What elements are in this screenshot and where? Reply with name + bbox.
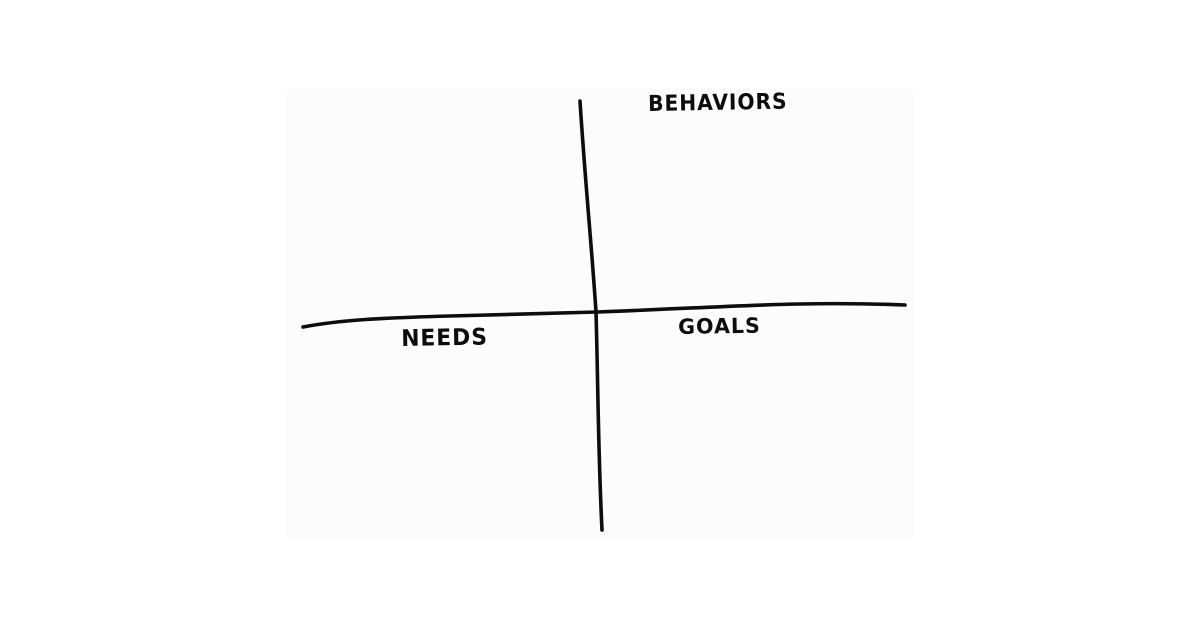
- behaviors-label: BEHAVIORS: [647, 89, 788, 117]
- horizontal-axis: [301, 301, 907, 329]
- goals-label: GOALS: [677, 313, 761, 339]
- vertical-axis: [578, 99, 604, 532]
- needs-label: NEEDS: [400, 324, 489, 352]
